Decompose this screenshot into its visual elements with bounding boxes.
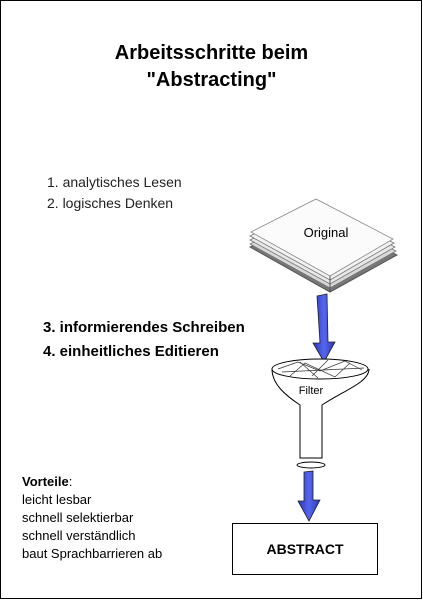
advantages-heading-text: Vorteile [22,474,69,489]
abstract-label: ABSTRACT [266,541,344,557]
advantage-item: schnell verständlich [22,528,136,543]
step-2: 2. logisches Denken [47,195,174,211]
original-label: Original [304,225,349,240]
advantages-heading: Vorteile: [22,473,162,491]
advantages-colon: : [68,474,73,489]
filter-label: Filter [299,385,324,397]
steps-list-bold: 3. informierendes Schreiben 4. einheitli… [43,316,245,364]
filter-funnel-icon: Filter [271,358,370,469]
abstract-box: ABSTRACT [232,523,378,575]
title-line-1: Arbeitsschritte beim [114,42,309,64]
advantage-item: leicht lesbar [22,492,92,507]
advantage-item: schnell selektierbar [22,510,134,525]
step-3: 3. informierendes Schreiben [43,319,245,336]
title-line-2: "Abstracting" [146,69,277,91]
down-arrow-icon [297,470,321,522]
advantages-block: Vorteile: leicht lesbar schnell selektie… [22,473,162,563]
down-arrow-icon [312,293,336,363]
original-document-stack-icon: Original [248,198,399,293]
step-4: 4. einheitliches Editieren [43,343,219,360]
steps-list-light: 1. analytisches Lesen 2. logisches Denke… [47,172,182,214]
step-1: 1. analytisches Lesen [47,174,182,190]
slide-title: Arbeitsschritte beim "Abstracting" [0,40,423,94]
advantage-item: baut Sprachbarrieren ab [22,546,163,561]
